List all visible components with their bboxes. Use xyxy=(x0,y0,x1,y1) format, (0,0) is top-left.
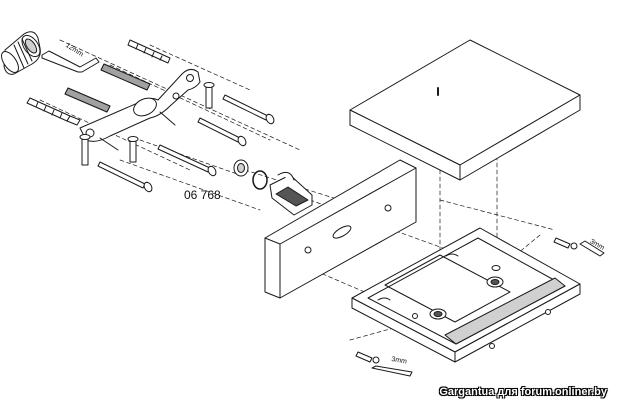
bracket-bolt xyxy=(203,82,215,109)
cartridge-body xyxy=(269,171,313,216)
bracket-bolt xyxy=(79,134,91,166)
hex-key-12mm xyxy=(41,50,100,73)
wall-plate xyxy=(264,159,417,299)
grub-screw-bottom xyxy=(355,351,380,364)
base-tray xyxy=(351,227,581,363)
grub-screw-right xyxy=(553,237,578,250)
o-ring xyxy=(252,170,268,190)
socket-sleeve xyxy=(1,31,41,75)
hex-key-3mm-right xyxy=(579,240,605,257)
wall-plug xyxy=(100,63,151,91)
watermark-text: Gargantua для forum.onliner.by xyxy=(439,386,607,398)
cover-plate xyxy=(349,39,581,181)
wall-plug xyxy=(127,39,171,64)
mounting-bracket xyxy=(79,68,201,151)
hex-key-3mm-bottom xyxy=(371,365,413,377)
nut-06768 xyxy=(233,159,249,177)
screw xyxy=(157,144,217,177)
wall-plug xyxy=(26,97,81,126)
screw xyxy=(222,94,275,125)
part-number-label: 06 768 xyxy=(184,188,221,202)
screw xyxy=(197,117,247,147)
screw xyxy=(97,161,153,193)
bracket-bolt xyxy=(127,136,139,163)
wall-plug xyxy=(64,87,111,113)
